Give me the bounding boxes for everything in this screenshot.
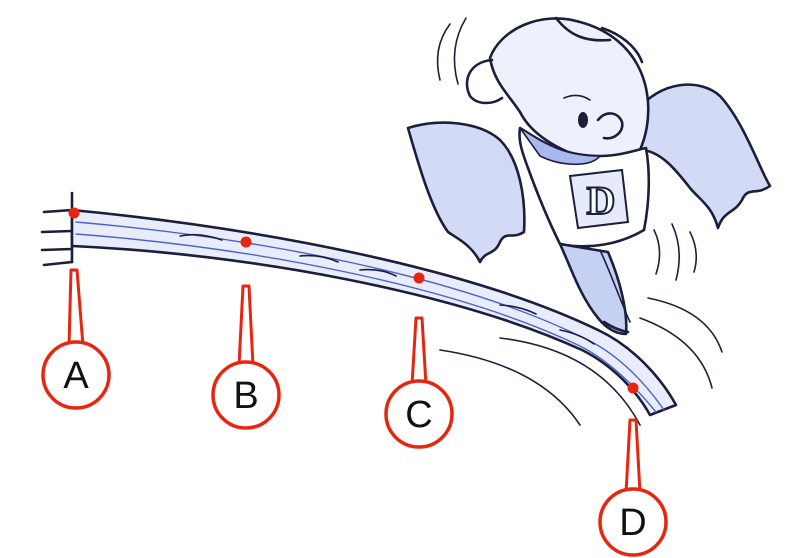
marker-a-pointer bbox=[67, 268, 85, 348]
shirt-letter: D bbox=[587, 178, 616, 223]
marker-d-pointer bbox=[624, 418, 642, 495]
character bbox=[406, 16, 772, 336]
marker-b: B bbox=[211, 236, 281, 430]
marker-a-label: A bbox=[63, 355, 89, 397]
marker-b-pointer bbox=[237, 284, 255, 368]
marker-c-callout bbox=[384, 379, 454, 449]
marker-c: C bbox=[384, 272, 454, 449]
marker-d-label: D bbox=[619, 502, 646, 544]
motion-lines bbox=[436, 17, 723, 426]
diving-board bbox=[70, 208, 678, 417]
marker-b-dot bbox=[240, 236, 252, 248]
marker-c-label: C bbox=[405, 394, 432, 436]
marker-a: A bbox=[41, 207, 111, 410]
marker-a-dot bbox=[68, 207, 80, 219]
marker-b-label: B bbox=[233, 375, 258, 417]
marker-a-callout bbox=[41, 340, 111, 410]
marker-d: D bbox=[598, 382, 668, 557]
wall-mount bbox=[40, 191, 74, 267]
marker-d-callout bbox=[598, 487, 668, 557]
markers: A B C D bbox=[41, 207, 668, 557]
marker-b-callout bbox=[211, 360, 281, 430]
marker-c-pointer bbox=[410, 316, 428, 387]
marker-c-dot bbox=[413, 272, 425, 284]
marker-d-dot bbox=[627, 382, 639, 394]
